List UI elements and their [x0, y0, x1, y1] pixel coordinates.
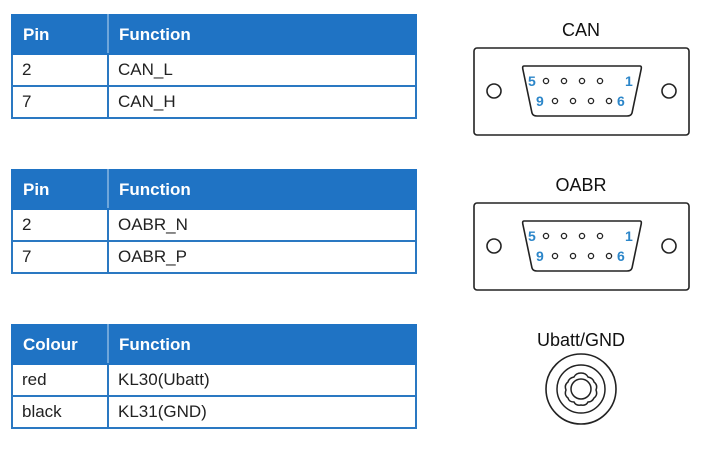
function-cell: KL30(Ubatt): [107, 363, 417, 397]
pin-cell: 2: [11, 208, 109, 242]
mounting-hole-icon: [661, 83, 677, 99]
pin-label: 9: [536, 248, 544, 264]
table-header-row: Pin Function: [11, 169, 417, 210]
pin-label: 1: [625, 228, 633, 244]
column-header-pin: Pin: [11, 14, 109, 55]
colour-cell: black: [11, 395, 109, 429]
table-header-row: Pin Function: [11, 14, 417, 55]
pin-cell: 7: [11, 240, 109, 274]
oabr-pin-table: Pin Function 2 OABR_N 7 OABR_P: [11, 169, 417, 274]
pin-label: 5: [528, 228, 536, 244]
oabr-connector-label: OABR: [555, 175, 607, 195]
table-row: black KL31(GND): [11, 395, 417, 429]
mounting-hole-icon: [486, 83, 502, 99]
function-cell: KL31(GND): [107, 395, 417, 429]
pin-cell: 7: [11, 85, 109, 119]
power-connector-label: Ubatt/GND: [536, 330, 626, 350]
table-header-row: Colour Function: [11, 324, 417, 365]
mounting-hole-icon: [661, 238, 677, 254]
d-sub-shell: [521, 220, 643, 272]
can-db9-connector: 5 1 9 6: [473, 47, 690, 136]
function-cell: CAN_H: [107, 85, 417, 119]
table-row: 7 CAN_H: [11, 85, 417, 119]
pin-label: 6: [617, 248, 625, 264]
table-row: 7 OABR_P: [11, 240, 417, 274]
column-header-colour: Colour: [11, 324, 109, 365]
can-pin-table: Pin Function 2 CAN_L 7 CAN_H: [11, 14, 417, 119]
table-row: 2 CAN_L: [11, 53, 417, 87]
column-header-function: Function: [107, 14, 417, 55]
power-wire-table: Colour Function red KL30(Ubatt) black KL…: [11, 324, 417, 429]
can-connector-label: CAN: [561, 20, 600, 40]
mounting-hole-icon: [486, 238, 502, 254]
d-sub-shell: [521, 65, 643, 117]
pin-label: 6: [617, 93, 625, 109]
table-row: 2 OABR_N: [11, 208, 417, 242]
oabr-db9-connector: 5 1 9 6: [473, 202, 690, 291]
pin-label: 9: [536, 93, 544, 109]
column-header-function: Function: [107, 324, 417, 365]
table-row: red KL30(Ubatt): [11, 363, 417, 397]
pin-cell: 2: [11, 53, 109, 87]
round-power-connector: [545, 353, 617, 425]
column-header-function: Function: [107, 169, 417, 210]
column-header-pin: Pin: [11, 169, 109, 210]
function-cell: CAN_L: [107, 53, 417, 87]
pin-label: 1: [625, 73, 633, 89]
function-cell: OABR_N: [107, 208, 417, 242]
colour-cell: red: [11, 363, 109, 397]
pin-label: 5: [528, 73, 536, 89]
function-cell: OABR_P: [107, 240, 417, 274]
